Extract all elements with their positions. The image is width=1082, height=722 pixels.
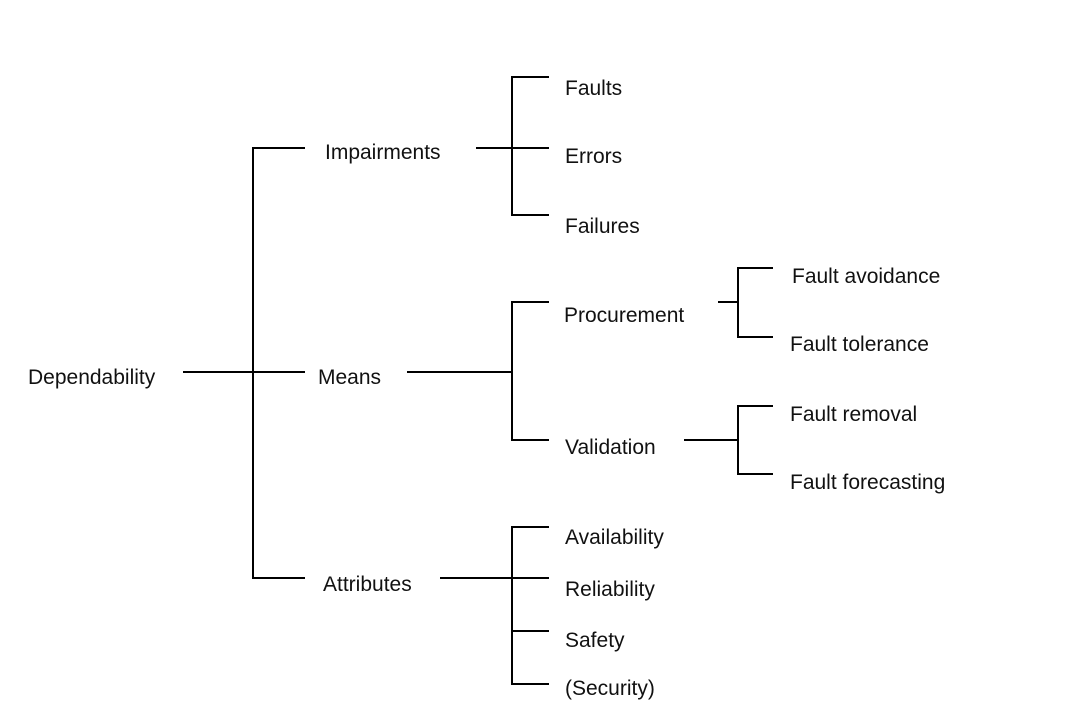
node-procurement: Procurement [564,304,684,327]
node-means: Means [318,366,381,389]
node-errors: Errors [565,145,622,168]
node-reliability: Reliability [565,578,655,601]
node-impairments: Impairments [325,141,441,164]
node-fault-tolerance: Fault tolerance [790,333,929,356]
node-fault-removal: Fault removal [790,403,917,426]
node-faults: Faults [565,77,622,100]
node-safety: Safety [565,629,625,652]
node-attributes: Attributes [323,573,412,596]
node-availability: Availability [565,526,664,549]
node-failures: Failures [565,215,640,238]
node-fault-forecasting: Fault forecasting [790,471,945,494]
node-dependability: Dependability [28,366,156,389]
node-fault-avoidance: Fault avoidance [792,265,940,288]
node-security: (Security) [565,677,655,700]
node-validation: Validation [565,436,656,459]
